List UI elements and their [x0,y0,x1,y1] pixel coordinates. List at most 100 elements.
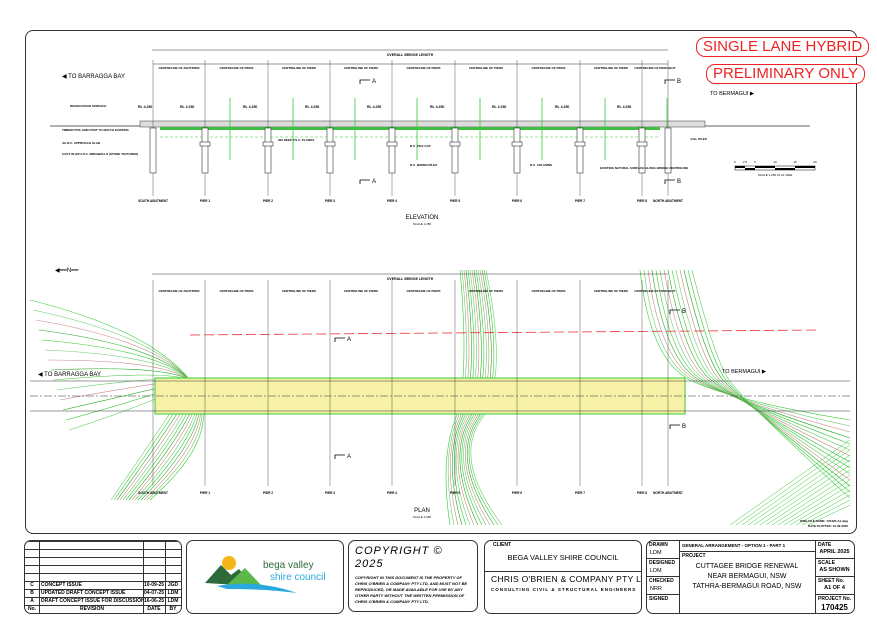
support-label: SOUTH ABUTMENT [138,199,168,203]
contour-line [41,339,200,501]
date-label: DATE [818,542,832,548]
span-label: CENTRELINE OF PIERS [219,66,253,70]
consultant-tagline: CONSULTING CIVIL & STRUCTURAL ENGINEERS [491,587,637,592]
logo-line1: bega valley [263,560,314,571]
project-line: NEAR BERMAGUI, NSW [707,573,787,580]
contour-line [655,269,851,445]
revision-cell: LDM [167,590,179,596]
scale-tick: 0 [734,160,736,164]
pier-pile [638,127,646,174]
scale-segment [795,166,815,168]
sheet-value: A1 OF 4 [824,585,845,591]
scale-label: SCALE [818,560,835,566]
overall-length-label: OVERALL BRIDGE LENGTH [387,53,434,57]
revision-cell: 10-09-25 [143,582,164,588]
contour-line [747,454,851,526]
span-label: CENTRELINE OF PIERS [531,289,565,293]
client-box: CLIENT BEGA VALLEY SHIRE COUNCIL CHRIS O… [484,540,642,614]
support-label: PIER 3 [325,491,335,495]
signed-label: SIGNED [649,596,669,602]
pile-cap [636,141,648,147]
support-label: PIER 6 [512,199,522,203]
stamp-single-lane-hybrid: SINGLE LANE HYBRID [696,37,870,57]
contour-line [470,269,503,526]
contour-line [663,269,851,457]
client-logo-box: bega valley shire council [186,540,344,614]
bridge-deck [139,120,706,128]
contour-line [729,439,851,526]
rl-label: RL 4.250 [555,105,569,109]
contour-line [461,269,485,526]
contour-line [466,269,495,526]
note-wingwalls: CAST IN-SITU R.C. WINGWALLS (STONE TEXTU… [62,152,138,156]
drawn-value: LDM [650,550,662,556]
section-label-a: A [347,454,351,460]
support-label: PIER 6 [512,491,522,495]
contour-line [759,464,851,526]
scale-tick: 15 [793,160,797,164]
project-no-value: 170425 [821,603,848,612]
span-label: CENTRELINE OF PIERS [594,66,628,70]
drawn-label: DRAWN [649,542,668,548]
note-timber: TIMBER POS. END POST TO MATCH EXISTING [62,128,130,132]
revision-cell: LDM [167,598,179,604]
contour-line [683,269,851,487]
span-label: CENTRELINE OF PIERS [282,289,316,293]
support-label: PIER 1 [200,199,210,203]
rl-label: RL 4.250 [138,105,152,109]
contour-line [463,269,487,526]
contour-line [807,504,851,526]
contour-line [801,499,851,526]
contour-line [453,269,475,526]
contour-line [691,269,851,499]
contour-line [468,269,499,526]
contour-line [459,269,482,526]
revision-cell: 16-06-25 [143,598,164,604]
file-name: DWG FILE NAME: 170425-A1.dwg [800,519,848,523]
project-label: PROJECT [682,553,706,559]
span-label: CENTRELINE OF PIER/ABUT [634,289,675,293]
revision-cell: 04-07-25 [143,590,164,596]
rl-label: RL 4.250 [367,105,381,109]
pier-pile [149,127,157,174]
date-value: APRIL 2025 [819,549,850,555]
support-label: PIER 2 [263,491,273,495]
support-label: PIER 3 [325,199,335,203]
contour-line [447,269,467,526]
note-nopiles: 4 No. PILES [690,137,707,141]
support-label: PIER 5 [450,199,460,203]
section-label-b: B [682,309,686,315]
span-label: CENTRELINE OF PIERS [219,289,253,293]
checked-value: NRR [650,586,662,592]
scale-segment [745,168,755,170]
pier-pile [451,127,459,174]
bega-valley-logo: bega valley shire council [205,556,326,593]
support-label: PIER 5 [450,491,460,495]
project-no-label: PROJECT No. [818,596,852,602]
contour-line [455,269,477,526]
section-arrow [359,79,370,84]
contour-line [651,269,851,439]
contour-line [639,269,851,421]
psc-planks [160,127,660,130]
support-label: NORTH ABUTMENT [653,199,683,203]
note-slab: 4m R.C. APPROACH SLAB [62,141,101,145]
revision-cell: A [30,598,34,604]
contour-line [449,269,470,526]
north-arrow-icon: ◀━━N━━ [55,268,79,274]
revision-cell: DRAFT CONCEPT ISSUE FOR DISCUSSION PURPO… [41,598,143,604]
pier-pile [576,127,584,174]
section-arrow [669,424,680,429]
contour-line [671,269,851,469]
contour-line [457,269,480,526]
revision-header: DATE [147,606,161,612]
rl-label: RL 4.250 [305,105,319,109]
scale-tick: 5 [754,160,756,164]
drawing-frame [25,30,857,534]
section-arrow [664,179,675,184]
pier-pile [388,127,396,174]
elevation-title: ELEVATION [406,215,439,221]
section-label-a: A [347,337,351,343]
direction-east: TO BERMAGUI ▶ [722,369,767,375]
